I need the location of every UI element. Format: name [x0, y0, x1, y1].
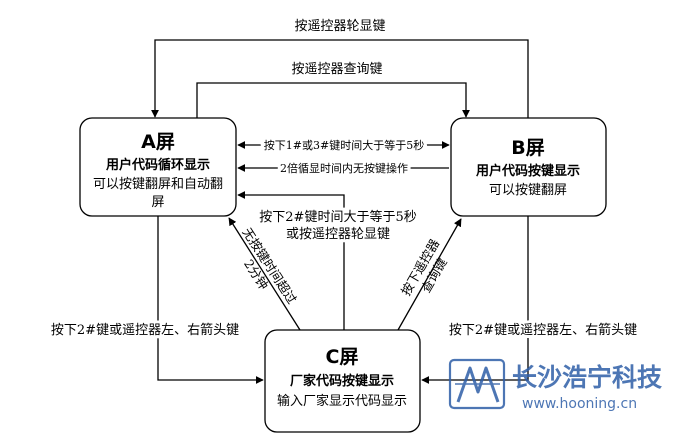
node-a-desc-line2: 屏 [151, 195, 164, 210]
edge-b-to-a-top [151, 39, 529, 118]
node-b-subtitle: 用户代码按键显示 [475, 163, 580, 179]
node-a-desc-line1: 可以按键翻屏和自动翻 [93, 177, 223, 192]
watermark-logo [448, 358, 506, 410]
edge-c-to-b-diagonal [397, 218, 462, 331]
node-a: A屏 用户代码循环显示 可以按键翻屏和自动翻 屏 [79, 117, 237, 217]
node-c-subtitle: 厂家代码按键显示 [290, 373, 394, 389]
watermark: 长沙浩宁科技 www.hooning.cn [448, 358, 662, 412]
node-a-subtitle: 用户代码循环显示 [105, 157, 210, 173]
edge-a-to-c [157, 216, 264, 384]
edge-b-to-a-top-label: 按遥控器轮显键 [294, 19, 385, 34]
edge-c-to-a-key [237, 191, 345, 330]
edge-c-to-b-diagonal-label: 按下遥控器 查询键 [398, 236, 450, 298]
watermark-company-name: 长沙浩宁科技 [512, 363, 662, 392]
node-c-title: C屏 [326, 346, 359, 368]
node-c: C屏 厂家代码按键显示 输入厂家显示代码显示 [264, 329, 421, 433]
node-c-desc-line1: 输入厂家显示代码显示 [277, 393, 407, 409]
edge-b-to-a-timeout-label: 2倍循显时间内无按键操作 [280, 161, 408, 175]
node-a-title: A屏 [141, 131, 175, 153]
edge-a-b-label: 按下1#或3#键时间大于等于5秒 [264, 138, 424, 152]
edge-a-to-b-top-label: 按遥控器查询键 [291, 62, 382, 77]
edge-c-to-a-diagonal [228, 217, 301, 331]
edge-a-to-c-label: 按下2#键或遥控器左、右箭头键 [51, 322, 239, 338]
node-b-desc-line1: 可以按键翻屏 [489, 183, 567, 198]
watermark-url: www.hooning.cn [522, 396, 637, 412]
edge-c-to-a-label-line2: 或按遥控器轮显键 [286, 227, 390, 242]
node-b-title: B屏 [511, 137, 544, 159]
edge-a-to-b-top [196, 82, 470, 118]
edge-b-to-c [421, 216, 529, 384]
edge-b-to-c-label: 按下2#键或遥控器左、右箭头键 [449, 322, 637, 338]
edge-c-to-a-label-line1: 按下2#键时间大于等于5秒 [259, 209, 416, 225]
node-b: B屏 用户代码按键显示 可以按键翻屏 [450, 117, 607, 217]
